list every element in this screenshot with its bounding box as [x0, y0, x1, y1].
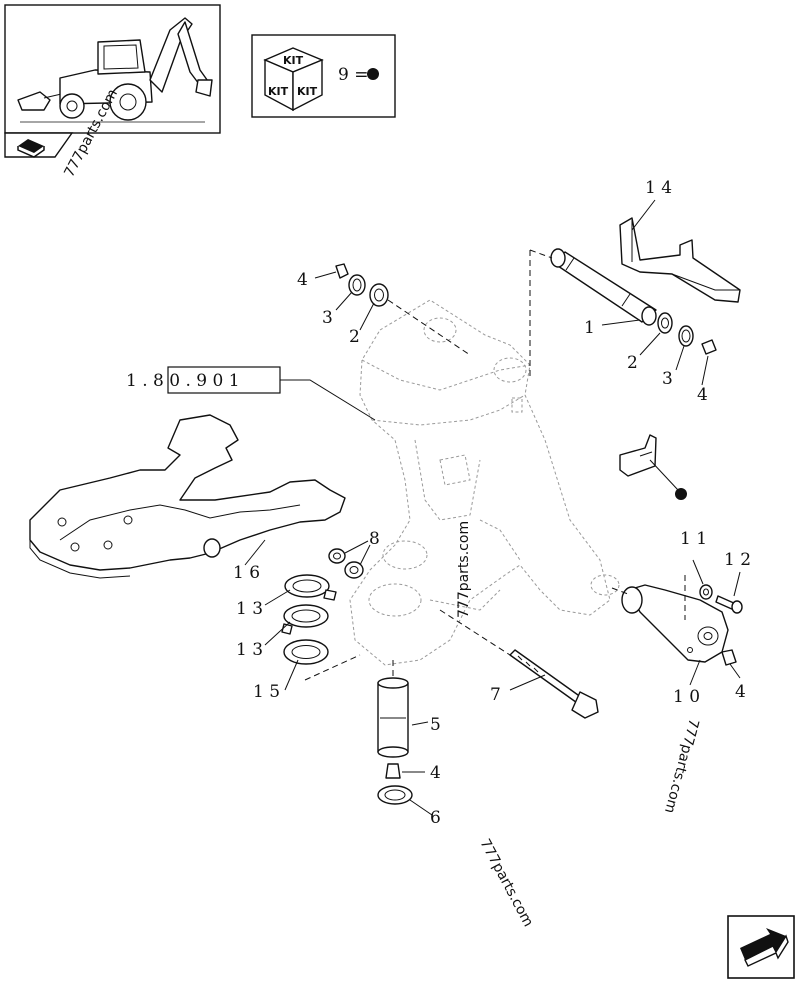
- watermark-bottom: 777parts.com: [476, 836, 536, 929]
- part-8-bushing-b: [344, 561, 364, 579]
- callout-16: 1 6: [233, 563, 260, 583]
- next-page-arrow-icon: [740, 928, 789, 967]
- kit-left-label: KIT: [268, 85, 289, 98]
- part-7-long-bolt: [509, 649, 599, 719]
- part-4-fitting-right: [701, 339, 717, 355]
- callout-11: 1 1: [680, 529, 707, 549]
- callout-3-right: 3: [662, 369, 673, 389]
- callout-7: 7: [490, 685, 501, 705]
- book-icon: [17, 139, 45, 158]
- callout-6: 6: [430, 808, 441, 828]
- kit-legend: KIT KIT KIT 9 =: [251, 34, 396, 118]
- next-page-button[interactable]: [727, 915, 795, 979]
- part-3-ring-right: [678, 325, 694, 347]
- part-4-grease-nipple: [385, 763, 401, 779]
- callout-4-top-right: 4: [697, 385, 708, 405]
- callout-4-top-left: 4: [297, 270, 308, 290]
- reference-code: 1 . 8 0 . 9 0 1: [126, 371, 240, 391]
- kit-equation: 9 =: [338, 65, 368, 85]
- callout-8: 8: [369, 529, 380, 549]
- kit-top-label: KIT: [283, 54, 304, 67]
- part-11-washer: [699, 584, 713, 600]
- callout-4-lower-right: 4: [735, 682, 746, 702]
- part-13-shim-upper: [284, 574, 337, 601]
- part-4-fitting-lower-right: [721, 649, 737, 666]
- part-16-plate: [29, 414, 346, 579]
- part-13-shim-lower: [281, 604, 329, 635]
- part-10-pivot-arm: [621, 584, 729, 663]
- part-4-fitting-left: [335, 263, 349, 279]
- callout-14: 1 4: [645, 178, 672, 198]
- callout-10: 1 0: [673, 687, 700, 707]
- part-5-vertical-pin: [377, 677, 409, 758]
- callout-2-right: 2: [627, 353, 638, 373]
- part-6-clip-ring: [377, 785, 413, 805]
- filled-circle-icon: [367, 68, 379, 80]
- callout-3-left: 3: [322, 308, 333, 328]
- kit-bullet-marker: [675, 488, 687, 500]
- part-14-pin-bracket: [619, 217, 741, 303]
- watermark-center: 777parts.com: [456, 521, 472, 618]
- kit-bracket: [619, 434, 657, 477]
- callout-2-left: 2: [349, 327, 360, 347]
- callout-13-upper: 1 3: [236, 599, 263, 619]
- part-2-washer-right: [657, 312, 673, 334]
- part-3-ring-left: [348, 274, 366, 296]
- callout-5: 5: [430, 715, 441, 735]
- kit-right-label: KIT: [297, 85, 318, 98]
- callout-12: 1 2: [724, 550, 751, 570]
- callout-1: 1: [584, 318, 595, 338]
- part-2-washer-left: [369, 283, 389, 307]
- part-15-washer: [283, 639, 329, 665]
- part-8-bushing-a: [328, 548, 346, 564]
- backhoe-loader-thumbnail-icon: [17, 17, 213, 123]
- watermark-right: 777parts.com: [661, 717, 702, 815]
- swing-frame-phantom: [349, 299, 620, 666]
- callout-15: 1 5: [253, 682, 280, 702]
- part-12-bolt: [715, 595, 743, 614]
- callout-4-bottom: 4: [430, 763, 441, 783]
- machine-thumbnail: [4, 4, 221, 158]
- kit-cube-icon: KIT KIT KIT: [263, 47, 324, 112]
- part-1-pin: [550, 248, 657, 326]
- callout-13-lower: 1 3: [236, 640, 263, 660]
- reference-box: [167, 366, 281, 394]
